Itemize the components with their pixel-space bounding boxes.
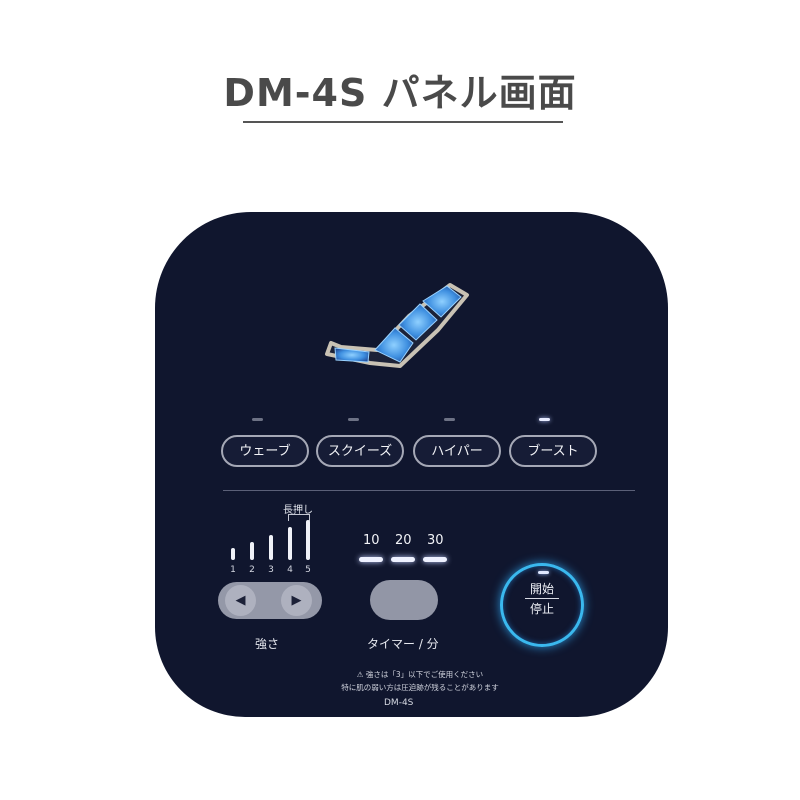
start-stop-button[interactable] — [500, 563, 584, 647]
mode-led-boost — [539, 418, 550, 421]
strength-down-button[interactable]: ◀ — [225, 585, 256, 616]
strength-level-1: 1 — [230, 565, 236, 575]
strength-level-4: 4 — [287, 565, 293, 575]
panel-divider — [223, 490, 635, 491]
timer-led-10 — [359, 557, 383, 562]
strength-bar-2 — [250, 542, 254, 560]
strength-bar-1 — [231, 548, 235, 560]
title-underline — [243, 121, 563, 123]
strength-bar-4 — [288, 527, 292, 560]
long-press-bracket — [288, 514, 310, 521]
timer-button[interactable] — [370, 580, 438, 620]
strength-bar-5 — [306, 520, 310, 560]
warning-line-1: ⚠ 強さは「3」以下でご使用ください — [356, 670, 484, 679]
timer-option-20: 20 — [395, 533, 412, 548]
leg-icon — [325, 283, 469, 368]
control-panel: ウェーブ スクイーズ ハイパー ブースト 長押し 1 2 3 4 5 ◀ ▶ 強… — [155, 212, 668, 717]
page-title: DM-4S パネル画面 — [223, 71, 577, 115]
mode-led-squeeze — [348, 418, 359, 421]
start-led — [538, 571, 549, 574]
stop-label: 停止 — [529, 602, 554, 616]
warning-line-2: 特に肌の弱い方は圧迫跡が残ることがあります — [341, 683, 499, 692]
strength-bar-3 — [269, 535, 273, 560]
timer-option-10: 10 — [363, 533, 380, 548]
timer-label: タイマー / 分 — [367, 637, 439, 651]
timer-option-30: 30 — [427, 533, 444, 548]
mode-led-hyper — [444, 418, 455, 421]
model-label: DM-4S — [384, 698, 414, 708]
mode-button-boost[interactable]: ブースト — [509, 435, 597, 467]
strength-level-5: 5 — [305, 565, 311, 575]
strength-label: 強さ — [255, 637, 280, 651]
mode-button-wave[interactable]: ウェーブ — [221, 435, 309, 467]
strength-level-2: 2 — [249, 565, 255, 575]
start-stop-separator — [525, 598, 559, 599]
mode-button-squeeze[interactable]: スクイーズ — [316, 435, 404, 467]
timer-led-20 — [391, 557, 415, 562]
start-label: 開始 — [529, 582, 554, 596]
mode-button-hyper[interactable]: ハイパー — [413, 435, 501, 467]
long-press-label: 長押し — [283, 505, 313, 516]
mode-led-wave — [252, 418, 263, 421]
timer-led-30 — [423, 557, 447, 562]
strength-level-3: 3 — [268, 565, 274, 575]
strength-up-button[interactable]: ▶ — [281, 585, 312, 616]
